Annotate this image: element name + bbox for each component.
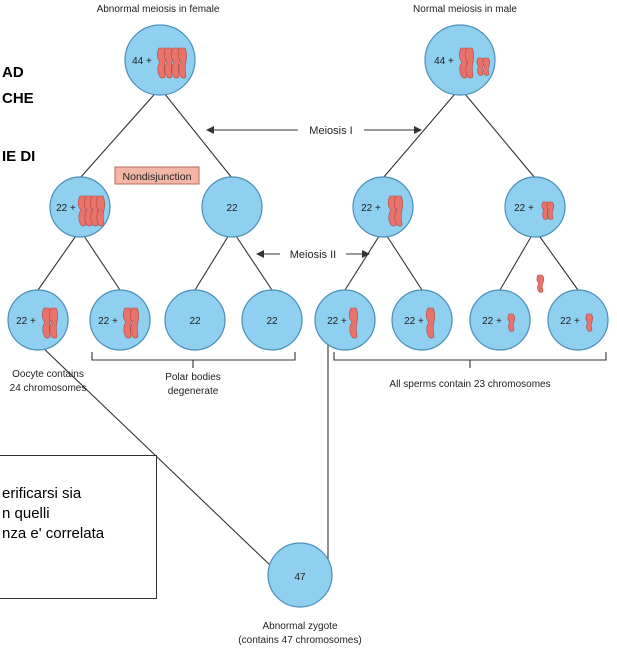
note-box: erificarsi sia n quelli nza e' correlata [0, 455, 157, 599]
female-m1-cell-2: 22 [201, 176, 263, 238]
male-parent-cell: 44 + [424, 24, 496, 96]
lagging-chromosome [536, 274, 544, 293]
zygote-label: 47 [294, 572, 306, 583]
female-gamete-3: 22 [164, 289, 226, 351]
nondisjunction-box [114, 166, 200, 185]
left-text-3: IE DI [2, 148, 36, 165]
female-gamete-label-1: 22 + [16, 316, 36, 327]
female-gamete-1: 22 + [7, 289, 69, 351]
oocyte-caption-1: Oocyte contains [12, 369, 84, 380]
title-male: Normal meiosis in male [413, 4, 517, 15]
female-gamete-2: 22 + [89, 289, 151, 351]
female-m1-label-2: 22 [226, 203, 238, 214]
left-text-1: AD [2, 64, 24, 81]
note-line-1: erificarsi sia [2, 485, 82, 502]
meiosis1-label: Meiosis I [309, 125, 352, 137]
arrow-heads [206, 126, 422, 258]
male-gamete-4: 22 + [547, 289, 609, 351]
male-gamete-label-2: 22 + [404, 316, 424, 327]
male-gamete-label-4: 22 + [560, 316, 580, 327]
male-gamete-2: 22 + [391, 289, 453, 351]
zygote-caption-1: Abnormal zygote [262, 621, 337, 632]
female-gamete-label-4: 22 [266, 316, 278, 327]
female-parent-cell: 44 + [124, 24, 196, 96]
nondisjunction-label: Nondisjunction [123, 171, 192, 183]
note-line-2: n quelli [2, 505, 50, 522]
male-gamete-3: 22 + [469, 289, 531, 351]
left-text-2: CHE [2, 90, 34, 107]
male-m1-cell-2: 22 + [504, 176, 566, 238]
male-m1-label-2: 22 + [514, 203, 534, 214]
female-m1-cell-1: 22 + [49, 176, 111, 238]
polar-caption-1: Polar bodies [165, 372, 221, 383]
abnormal-zygote: 47 [267, 542, 333, 608]
zygote-caption-2: (contains 47 chromosomes) [238, 635, 361, 646]
male-gamete-1: 22 + [314, 289, 376, 351]
male-m1-label-1: 22 + [361, 203, 381, 214]
male-m1-cell-1: 22 + [352, 176, 414, 238]
male-gamete-label-3: 22 + [482, 316, 502, 327]
oocyte-caption-2: 24 chromosomes [10, 383, 87, 394]
female-gamete-label-2: 22 + [98, 316, 118, 327]
male-gamete-label-1: 22 + [327, 316, 347, 327]
meiosis2-label: Meiosis II [290, 249, 336, 261]
female-gamete-label-3: 22 [189, 316, 201, 327]
female-parent-label: 44 + [132, 56, 152, 67]
polar-caption-2: degenerate [168, 386, 219, 397]
note-line-3: nza e' correlata [2, 525, 105, 542]
sperm-caption: All sperms contain 23 chromosomes [389, 379, 550, 390]
title-female: Abnormal meiosis in female [97, 4, 220, 15]
female-gamete-4: 22 [241, 289, 303, 351]
female-m1-label-1: 22 + [56, 203, 76, 214]
male-parent-label: 44 + [434, 56, 454, 67]
